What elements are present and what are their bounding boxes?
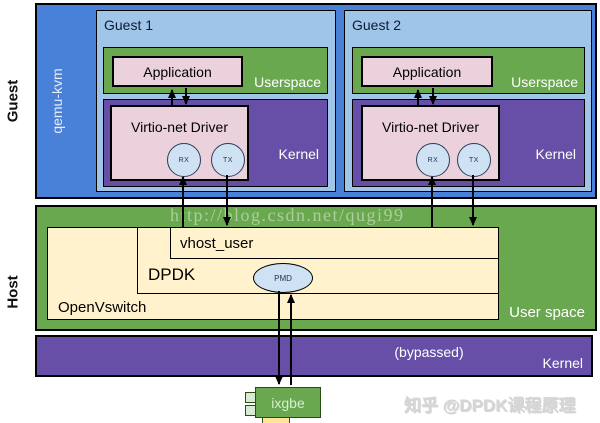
guest1-tx-label: TX <box>223 156 233 164</box>
guest1-tx-queue: TX <box>211 143 245 177</box>
pmd-label: PMD <box>274 273 292 283</box>
dpdk-label: DPDK <box>148 265 196 284</box>
vhost-user-label: vhost_user <box>180 235 254 252</box>
guest1-rx-queue: RX <box>167 143 201 177</box>
guest2-userspace-label: Userspace <box>511 74 578 90</box>
pmd-ellipse: PMD <box>253 263 313 293</box>
guest1-virtio-driver-label: Virtio-net Driver <box>131 119 228 135</box>
guest2-kernel-label: Kernel <box>535 146 576 162</box>
guest1-kernel-label: Kernel <box>278 146 319 162</box>
guest2-virtio-driver-label: Virtio-net Driver <box>382 119 479 135</box>
host-side-label: Host <box>4 275 22 309</box>
guest-side-label: Guest <box>4 79 22 123</box>
guest2-rx-queue: RX <box>416 143 450 177</box>
guest1-application-box: Application <box>112 56 243 87</box>
guest2-rx-label: RX <box>427 156 439 164</box>
openvswitch-label: OpenVswitch <box>58 299 147 316</box>
host-userspace-label: User space <box>509 304 585 321</box>
guest1-title: Guest 1 <box>104 17 154 33</box>
bypassed-label: (bypassed) <box>394 344 464 360</box>
csdn-watermark: http://blog.csdn.net/qugi99 <box>170 205 405 225</box>
guest2-title: Guest 2 <box>352 17 402 33</box>
guest2-tx-label: TX <box>469 156 479 164</box>
guest2-application-box: Application <box>361 56 493 87</box>
vhost-user-box: vhost_user <box>170 227 499 259</box>
guest1-userspace-label: Userspace <box>254 74 321 90</box>
guest1-rx-label: RX <box>178 156 190 164</box>
guest1-application-label: Application <box>143 63 212 80</box>
ixgbe-label: ixgbe <box>271 394 305 411</box>
qemu-kvm-label: qemu-kvm <box>49 68 65 134</box>
ixgbe-nic-box: ixgbe <box>255 387 321 418</box>
zhihu-watermark: 知乎 @DPDK课程原理 <box>404 396 576 415</box>
host-kernel-label: Kernel <box>542 355 583 371</box>
guest2-tx-queue: TX <box>457 143 491 177</box>
host-kernel-box: (bypassed) Kernel <box>35 335 593 377</box>
guest2-application-label: Application <box>392 63 462 80</box>
